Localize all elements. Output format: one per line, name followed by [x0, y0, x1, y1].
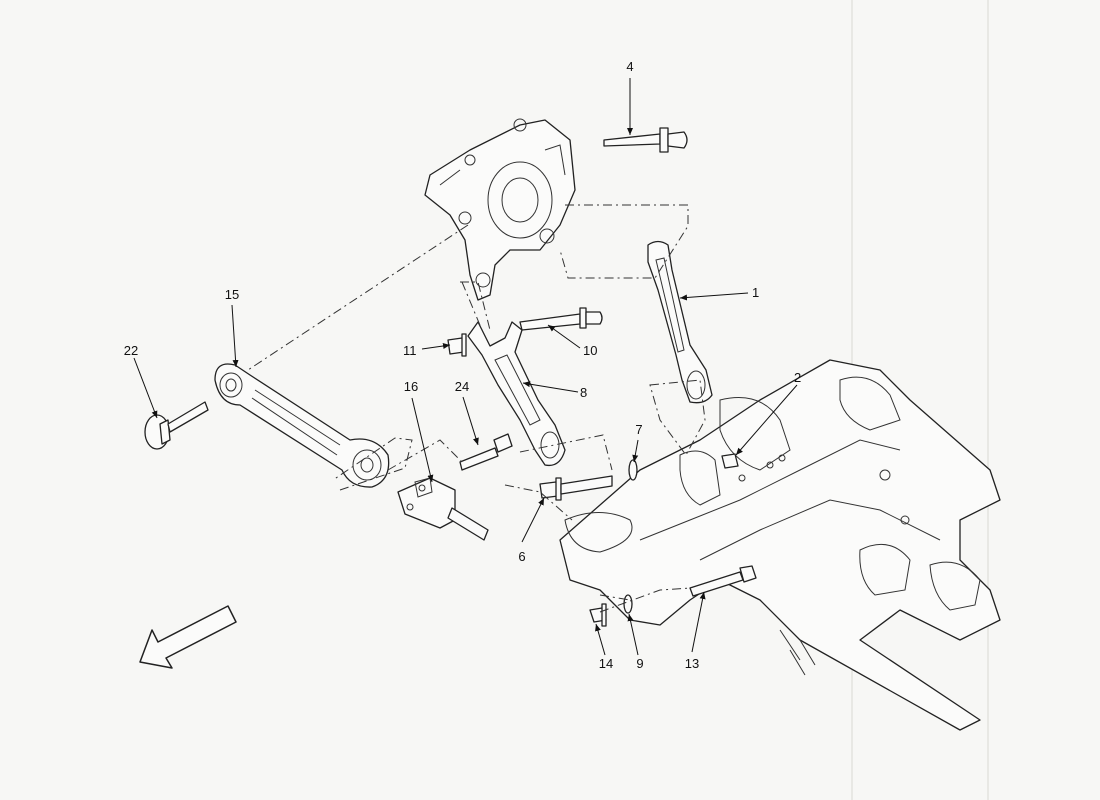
callout-11: 11 — [403, 343, 417, 358]
bolt-6 — [539, 475, 613, 501]
callout-7: 7 — [635, 422, 642, 437]
callout-1: 1 — [752, 285, 759, 300]
bracket-16 — [397, 477, 489, 541]
arrow-down-left-icon — [139, 605, 237, 669]
control-arm-8 — [467, 321, 566, 467]
washer-7 — [628, 459, 638, 481]
callout-16: 16 — [404, 379, 418, 394]
callout-6: 6 — [518, 549, 525, 564]
bolt-22 — [144, 401, 209, 450]
bushing-mount — [679, 450, 721, 506]
callout-9: 9 — [636, 656, 643, 671]
callout-4: 4 — [626, 59, 633, 74]
rear-subframe — [559, 359, 1001, 731]
callout-8: 8 — [580, 385, 587, 400]
bolt-13 — [689, 565, 757, 597]
callout-24: 24 — [455, 379, 469, 394]
bolt-4 — [603, 127, 688, 153]
bolt-24 — [459, 433, 513, 471]
callout-15: 15 — [225, 287, 239, 302]
callout-14: 14 — [599, 656, 613, 671]
bracket-stud — [447, 507, 489, 541]
leader-lines — [133, 78, 798, 656]
callout-13: 13 — [685, 656, 699, 671]
callout-2: 2 — [794, 370, 801, 385]
callout-22: 22 — [124, 343, 138, 358]
callouts: 4 1 2 10 11 8 15 22 16 24 7 6 14 9 13 — [124, 59, 801, 671]
assembly-lines — [247, 204, 706, 613]
nut-14 — [589, 603, 607, 627]
callout-10: 10 — [583, 343, 597, 358]
bolt-10 — [519, 307, 603, 331]
nut-11 — [447, 333, 467, 357]
bolt-2 — [721, 453, 739, 469]
washer-9 — [623, 594, 633, 614]
lateral-link-15 — [214, 363, 390, 488]
hub-carrier — [424, 118, 576, 301]
control-link-1 — [647, 240, 713, 404]
